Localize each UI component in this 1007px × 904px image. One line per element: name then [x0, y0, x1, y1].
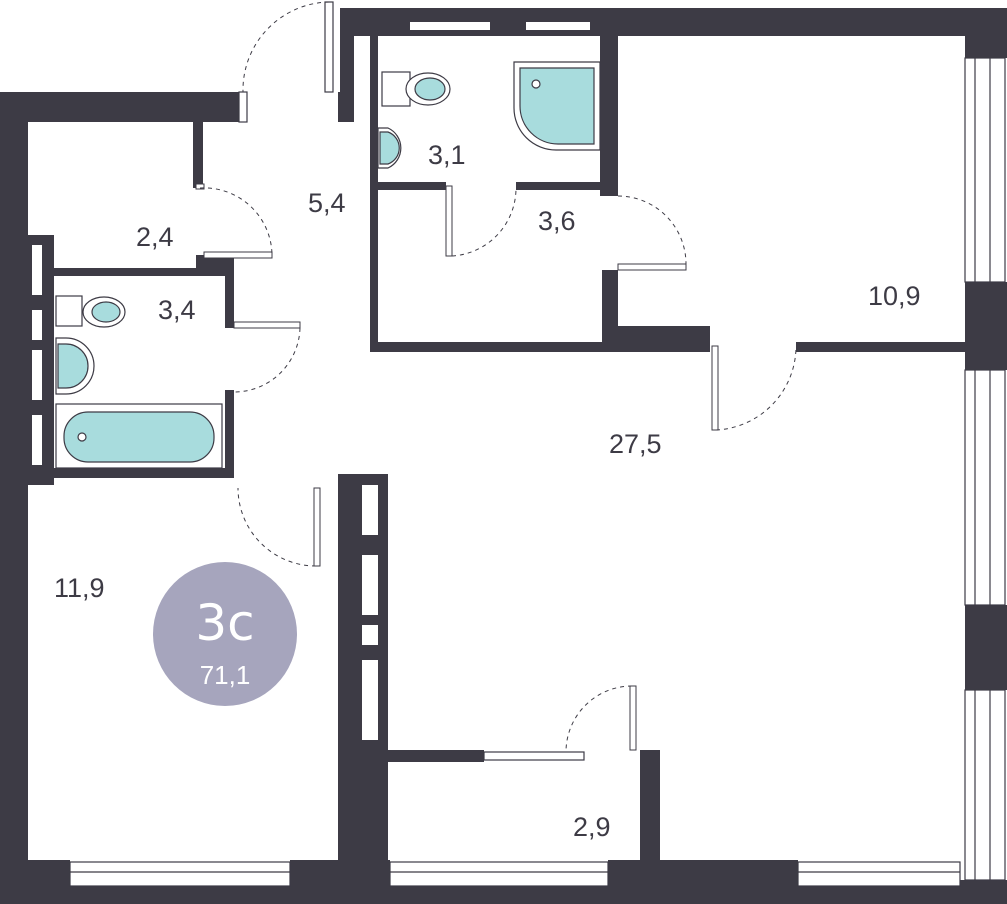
bathtub-icon — [55, 403, 223, 469]
door-swing-icon — [565, 685, 637, 753]
door-swing-icon — [445, 185, 517, 257]
wall-openings — [32, 22, 590, 740]
window-icon — [964, 57, 1006, 283]
sink-icon — [377, 127, 402, 169]
fixtures — [55, 61, 601, 469]
door-swing-icon — [711, 345, 797, 431]
window-icon — [483, 751, 585, 761]
sink-icon — [55, 337, 95, 395]
door-swing-icon — [233, 321, 301, 393]
window-icon — [69, 861, 291, 887]
window-icon — [964, 689, 1006, 881]
door-swing-icon — [237, 487, 321, 567]
shower-tray-icon — [513, 61, 601, 151]
room-area-label: 3,6 — [538, 206, 576, 236]
room-area-label: 3,4 — [158, 295, 196, 325]
room-labels: 2,4 5,4 3,1 3,6 3,4 10,9 27,5 11,9 2,9 — [54, 140, 921, 842]
total-area: 71,1 — [200, 660, 251, 690]
toilet-icon — [55, 295, 126, 328]
window-icon — [964, 369, 1006, 606]
toilet-icon — [381, 71, 451, 107]
windows — [69, 57, 1006, 887]
window-icon — [389, 861, 609, 887]
room-area-label: 2,9 — [573, 812, 611, 842]
room-area-label: 27,5 — [609, 429, 662, 459]
apartment-badge: 3с 71,1 — [153, 562, 297, 706]
door-swing-icon — [238, 1, 334, 123]
room-area-label: 10,9 — [868, 281, 921, 311]
doors — [195, 1, 797, 753]
room-area-label: 2,4 — [136, 222, 174, 252]
door-swing-icon — [617, 195, 687, 271]
room-area-label: 5,4 — [308, 188, 346, 218]
window-icon — [797, 861, 961, 887]
walls — [0, 8, 1007, 904]
room-area-label: 3,1 — [428, 140, 466, 170]
room-area-label: 11,9 — [54, 573, 105, 603]
apartment-type: 3с — [195, 594, 254, 652]
door-swing-icon — [195, 183, 273, 259]
